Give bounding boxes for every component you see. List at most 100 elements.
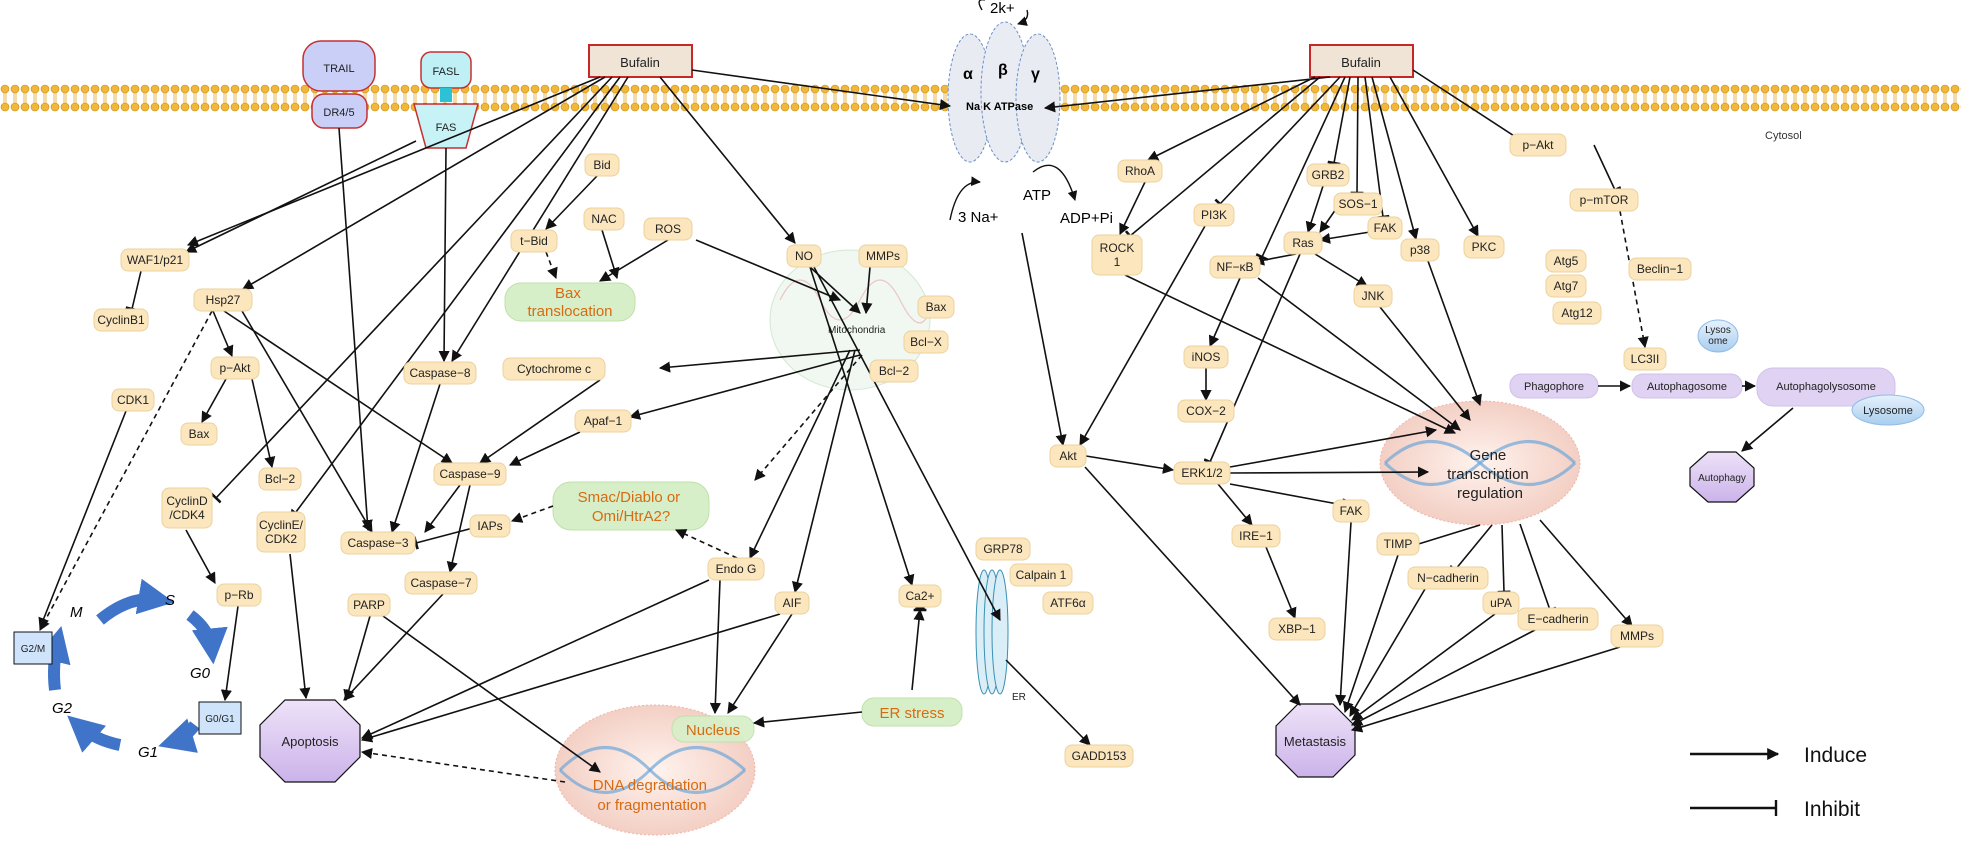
- svg-text:G2/M: G2/M: [21, 644, 45, 655]
- nucleus-label: Nucleus: [671, 715, 755, 743]
- node-ecadherin: E−cadherin: [1517, 607, 1599, 631]
- na-k-atpase: α β γ Na K ATPase 2k+ 3 Na+ ATP ADP+Pi: [947, 0, 1113, 227]
- edge-27: [861, 266, 873, 315]
- edge-6: [691, 69, 952, 111]
- svg-text:WAF1/p21: WAF1/p21: [127, 253, 184, 267]
- node-cytochrome: Cytochrome c: [502, 357, 606, 381]
- svg-text:GADD153: GADD153: [1072, 749, 1127, 763]
- edge-77: [1203, 253, 1301, 466]
- edge-28: [658, 349, 861, 373]
- svg-text:G0: G0: [190, 665, 211, 682]
- node-lc3ii: LC3II: [1623, 347, 1667, 371]
- svg-text:FAK: FAK: [1374, 221, 1397, 235]
- edge-95: [1342, 554, 1399, 714]
- edge-75: [1208, 277, 1241, 348]
- node-xbp1: XBP−1: [1268, 617, 1326, 641]
- edge-78: [1124, 274, 1457, 434]
- edge-46: [360, 579, 710, 739]
- svg-text:NAC: NAC: [591, 212, 617, 226]
- svg-text:Bid: Bid: [593, 158, 610, 172]
- edge-66: [1389, 76, 1479, 237]
- edge-40: [413, 527, 474, 550]
- svg-text:p−Akt: p−Akt: [219, 361, 251, 375]
- svg-text:TIMP: TIMP: [1384, 537, 1413, 551]
- edge-10: [125, 270, 142, 312]
- svg-text:Phagophore: Phagophore: [1524, 381, 1584, 393]
- edge-5: [659, 76, 796, 244]
- edge-21: [545, 175, 598, 230]
- edge-71: [1319, 208, 1337, 233]
- node-caspase8: Caspase−8: [403, 361, 477, 385]
- edge-89: [1408, 524, 1481, 553]
- edge-61: [1255, 76, 1346, 261]
- node-waf1: WAF1/p21: [120, 248, 190, 272]
- edge-0: [186, 76, 601, 247]
- svg-text:ERK1/2: ERK1/2: [1181, 466, 1223, 480]
- node-cyclind: CyclinD/CDK4: [161, 487, 213, 529]
- trail-receptor: TRAIL DR4/5: [302, 40, 376, 129]
- svg-text:Bcl−2: Bcl−2: [265, 472, 296, 486]
- bufalin-left: Bufalin: [588, 44, 693, 78]
- node-iaps: IAPs: [469, 514, 511, 538]
- node-atf6: ATF6α: [1042, 591, 1094, 615]
- node-bcl2-left: Bcl−2: [258, 467, 302, 491]
- two-k-label: 2k+: [990, 0, 1015, 17]
- svg-text:SOS−1: SOS−1: [1338, 197, 1377, 211]
- edge-43: [343, 615, 371, 702]
- nodes: WAF1/p21CyclinB1Hsp27p−AktBaxCDK1Bcl−2Cy…: [93, 133, 1692, 768]
- edge-7: [184, 140, 417, 253]
- node-inos: iNOS: [1183, 345, 1229, 369]
- svg-text:FAK: FAK: [1340, 504, 1363, 518]
- edge-82: [1085, 455, 1175, 474]
- edge-48: [709, 579, 721, 715]
- edge-17: [38, 410, 127, 630]
- node-upa: uPA: [1482, 591, 1520, 615]
- svg-text:IRE−1: IRE−1: [1239, 529, 1273, 543]
- svg-text:Cytochrome c: Cytochrome c: [517, 362, 591, 376]
- edge-55: [360, 747, 566, 783]
- svg-text:Ras: Ras: [1292, 236, 1313, 250]
- svg-text:Bax translocation: Bax translocation: [527, 285, 612, 320]
- edge-88: [1084, 466, 1301, 706]
- node-bclx: Bcl−X: [903, 330, 949, 354]
- edge-70: [1305, 185, 1324, 234]
- edge-96: [1349, 588, 1426, 717]
- node-pmtor: p−mTOR: [1569, 188, 1639, 212]
- edge-42: [674, 529, 738, 559]
- edge-25: [695, 239, 842, 302]
- svg-text:Caspase−8: Caspase−8: [409, 366, 470, 380]
- node-sos1: SOS−1: [1333, 192, 1383, 216]
- svg-text:Caspase−9: Caspase−9: [439, 467, 500, 481]
- beta-label: β: [998, 62, 1008, 79]
- edge-11: [212, 310, 234, 358]
- edge-47: [360, 613, 781, 743]
- metastasis-octagon: Metastasis: [1275, 703, 1356, 778]
- edge-52: [911, 608, 925, 691]
- bax-translocation: Bax translocation: [504, 282, 636, 322]
- na-k-atpase-label: Na K ATPase: [966, 101, 1033, 113]
- edge-80: [1379, 306, 1471, 421]
- node-nfkb: NF−κB: [1209, 255, 1261, 279]
- edge-98: [1351, 629, 1536, 726]
- svg-text:Bufalin: Bufalin: [1341, 55, 1381, 70]
- svg-text:PI3K: PI3K: [1201, 208, 1227, 222]
- svg-text:TRAIL: TRAIL: [323, 63, 354, 75]
- edge-8: [338, 127, 373, 532]
- svg-text:CyclinD/CDK4: CyclinD/CDK4: [166, 494, 208, 522]
- edge-29: [628, 354, 861, 420]
- svg-text:p−Akt: p−Akt: [1522, 138, 1554, 152]
- svg-text:Caspase−3: Caspase−3: [347, 536, 408, 550]
- svg-text:Apoptosis: Apoptosis: [281, 734, 339, 749]
- dna-degradation-label: DNA degradation or fragmentation: [593, 777, 711, 814]
- svg-text:Calpain 1: Calpain 1: [1016, 568, 1067, 582]
- svg-text:ER: ER: [1012, 692, 1026, 703]
- edge-12: [201, 378, 227, 423]
- svg-text:p−mTOR: p−mTOR: [1580, 193, 1629, 207]
- node-cyclinb1: CyclinB1: [93, 308, 149, 332]
- node-tbid: t−Bid: [510, 229, 558, 253]
- svg-text:N−cadherin: N−cadherin: [1417, 571, 1479, 585]
- node-bax-mito: Bax: [917, 295, 955, 319]
- svg-text:p38: p38: [1410, 243, 1430, 257]
- node-caspase9: Caspase−9: [433, 462, 507, 486]
